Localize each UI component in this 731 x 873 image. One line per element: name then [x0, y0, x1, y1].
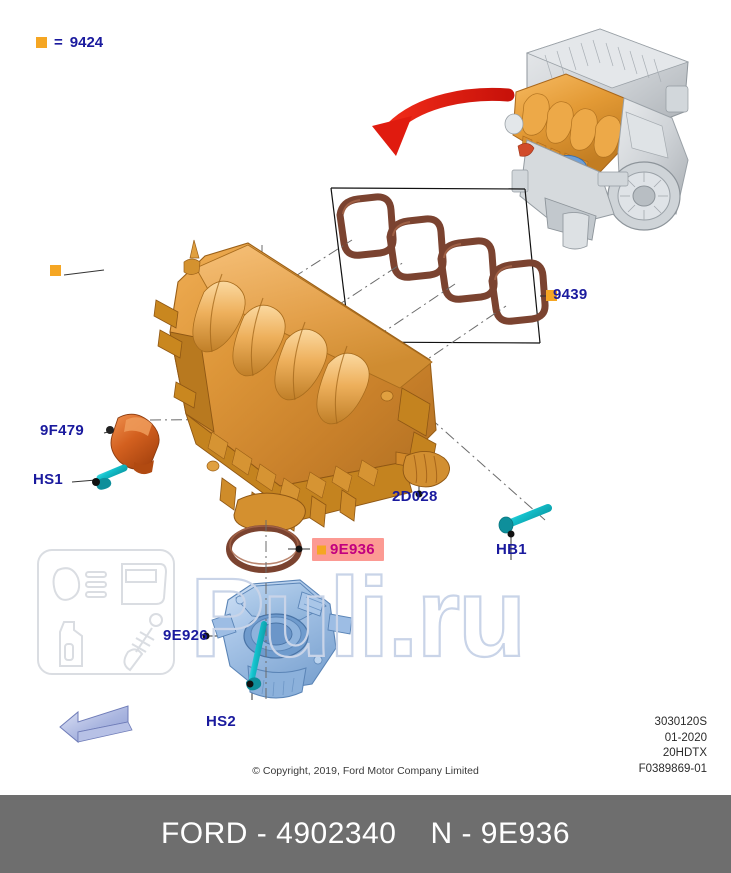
part-number-banner: FORD - 4902340 N - 9E936 — [0, 795, 731, 873]
marker-9424-manifold — [50, 265, 61, 276]
label-9e936[interactable]: 9E936 — [312, 538, 384, 561]
label-9439[interactable]: 9439 — [553, 286, 588, 303]
label-9e926[interactable]: 9E926 — [163, 627, 208, 644]
engine-thumbnail — [504, 28, 690, 250]
copyright-notice: © Copyright, 2019, Ford Motor Company Li… — [252, 765, 479, 777]
diagram-canvas: Puli.ru = 9424 9439 9F479 HS1 2D028 HB1 … — [0, 0, 731, 795]
meta-line-4: F0389869-01 — [638, 762, 707, 775]
vacuum-connector — [402, 451, 450, 498]
drawing-meta: 3030120S 01-2020 20HDTX F0389869-01 — [639, 715, 707, 777]
intake-manifold — [153, 239, 437, 532]
navigation-arrow — [59, 705, 133, 744]
legend-equals: = — [54, 34, 63, 51]
bolt-hb1 — [498, 504, 552, 538]
label-2d028[interactable]: 2D028 — [392, 488, 438, 505]
meta-line-3: 20HDTX — [662, 747, 707, 759]
legend-key: = 9424 — [36, 34, 103, 51]
screw-hs1 — [92, 464, 128, 490]
throttle-body — [202, 579, 353, 699]
throttle-body-gasket — [226, 525, 303, 573]
label-hs1[interactable]: HS1 — [33, 471, 64, 488]
label-hb1[interactable]: HB1 — [496, 541, 527, 558]
diagram-artwork — [59, 28, 690, 744]
banner-brand-part: FORD - 4902340 — [160, 817, 397, 850]
legend-code: 9424 — [69, 34, 104, 51]
marker-9439 — [546, 290, 557, 301]
screw-hs2 — [246, 621, 267, 691]
banner-alt-part: N - 9E936 — [430, 817, 571, 850]
meta-line-2: 01-2020 — [664, 731, 707, 744]
label-hs2[interactable]: HS2 — [206, 713, 237, 730]
label-9f479[interactable]: 9F479 — [40, 422, 85, 439]
legend-marker-icon — [36, 37, 47, 48]
red-flow-arrow — [372, 87, 515, 156]
meta-line-1: 3030120S — [654, 716, 707, 728]
runner-control-sensor — [106, 413, 160, 475]
